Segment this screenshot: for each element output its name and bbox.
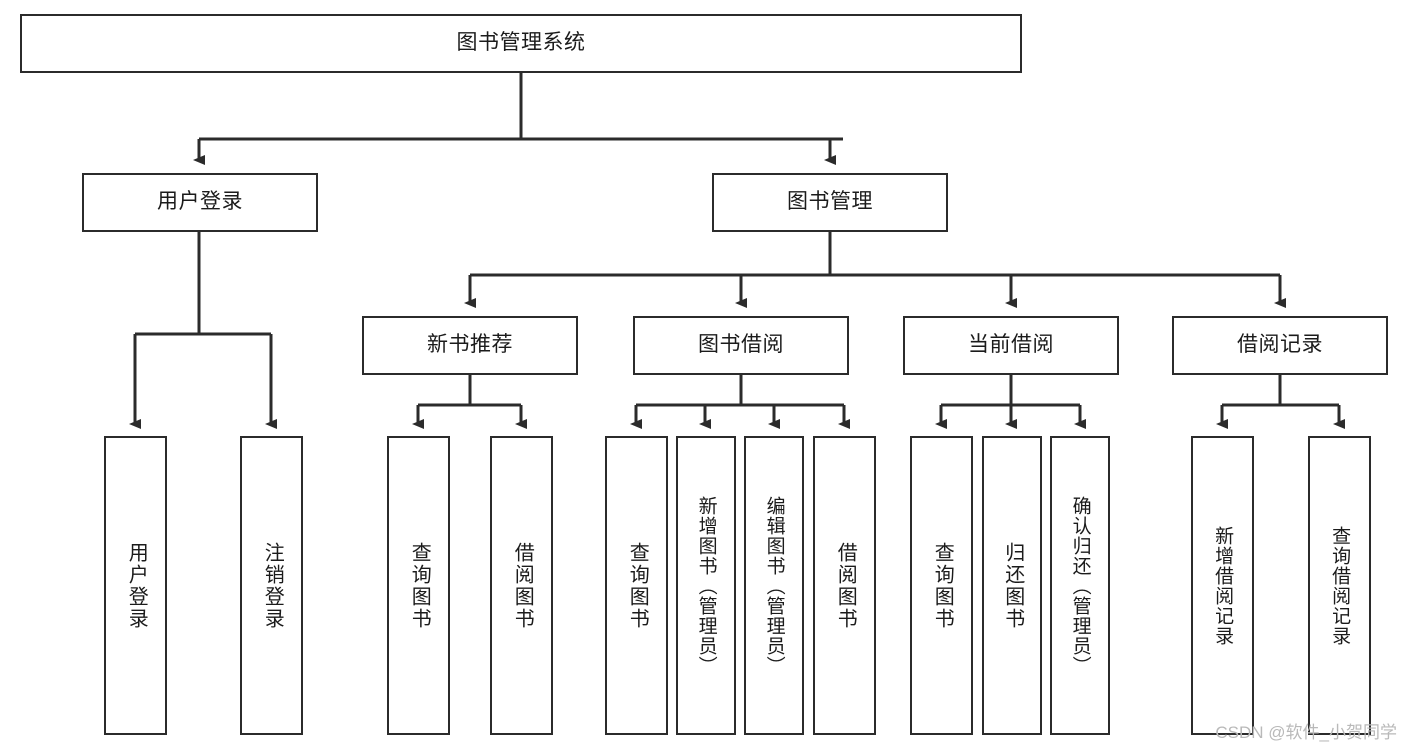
node-leaf-add-book-admin-label: 新增图书（管理员） [695, 495, 717, 676]
node-leaf-query-book-recommend[interactable]: 查询图书 [387, 436, 450, 735]
node-leaf-add-borrow-record-label: 新增借阅记录 [1212, 525, 1234, 646]
node-root-label: 图书管理系统 [456, 31, 586, 55]
node-new-book-recommend-label: 新书推荐 [427, 333, 513, 357]
node-leaf-query-borrow-record-label: 查询借阅记录 [1329, 525, 1351, 646]
node-borrow-record[interactable]: 借阅记录 [1172, 316, 1388, 375]
node-current-borrow[interactable]: 当前借阅 [903, 316, 1119, 375]
node-leaf-edit-book-admin-label: 编辑图书（管理员） [763, 495, 785, 676]
node-book-management-label: 图书管理 [787, 190, 873, 214]
node-leaf-add-borrow-record[interactable]: 新增借阅记录 [1191, 436, 1254, 735]
node-leaf-query-book-current-label: 查询图书 [931, 541, 954, 630]
node-leaf-logout[interactable]: 注销登录 [240, 436, 303, 735]
node-leaf-confirm-return-admin[interactable]: 确认归还（管理员） [1050, 436, 1110, 735]
node-leaf-user-login-label: 用户登录 [125, 541, 148, 630]
node-leaf-return-book[interactable]: 归还图书 [982, 436, 1042, 735]
node-leaf-confirm-return-admin-label: 确认归还（管理员） [1069, 495, 1091, 676]
node-leaf-logout-label: 注销登录 [261, 541, 284, 630]
node-leaf-borrow-book-label: 借阅图书 [834, 541, 857, 630]
node-leaf-user-login[interactable]: 用户登录 [104, 436, 167, 735]
node-leaf-query-book-recommend-label: 查询图书 [408, 541, 431, 630]
node-leaf-borrow-book-recommend[interactable]: 借阅图书 [490, 436, 553, 735]
node-leaf-query-book-borrow[interactable]: 查询图书 [605, 436, 668, 735]
node-leaf-return-book-label: 归还图书 [1001, 541, 1024, 630]
watermark: CSDN @软件_小贺同学 [1215, 723, 1397, 742]
node-leaf-borrow-book-recommend-label: 借阅图书 [511, 541, 534, 630]
node-user-login[interactable]: 用户登录 [82, 173, 318, 232]
node-book-management[interactable]: 图书管理 [712, 173, 948, 232]
node-leaf-edit-book-admin[interactable]: 编辑图书（管理员） [744, 436, 804, 735]
node-leaf-borrow-book[interactable]: 借阅图书 [813, 436, 876, 735]
node-book-borrow-label: 图书借阅 [698, 333, 784, 357]
node-leaf-query-book-current[interactable]: 查询图书 [910, 436, 973, 735]
node-borrow-record-label: 借阅记录 [1237, 333, 1323, 357]
node-new-book-recommend[interactable]: 新书推荐 [362, 316, 578, 375]
node-root[interactable]: 图书管理系统 [20, 14, 1022, 73]
node-current-borrow-label: 当前借阅 [968, 333, 1054, 357]
node-user-login-label: 用户登录 [157, 190, 243, 214]
node-leaf-query-borrow-record[interactable]: 查询借阅记录 [1308, 436, 1371, 735]
node-book-borrow[interactable]: 图书借阅 [633, 316, 849, 375]
node-leaf-query-book-borrow-label: 查询图书 [626, 541, 649, 630]
node-leaf-add-book-admin[interactable]: 新增图书（管理员） [676, 436, 736, 735]
